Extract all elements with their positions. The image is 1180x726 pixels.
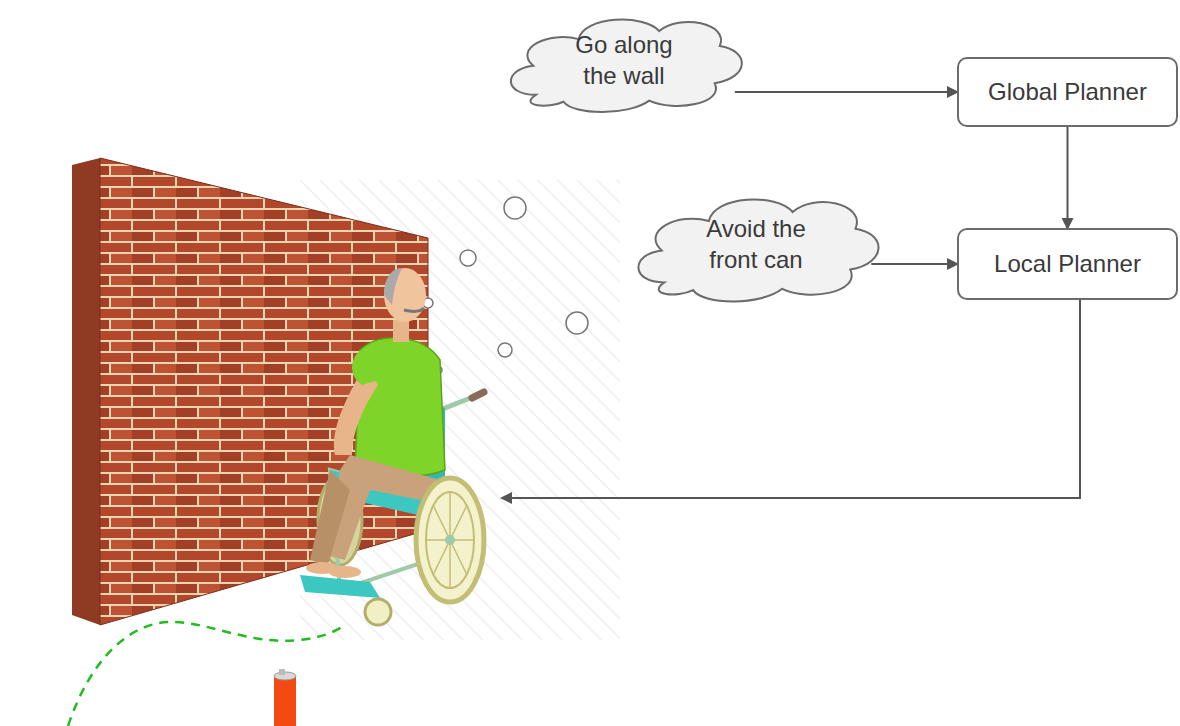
flow-arrow bbox=[735, 91, 957, 93]
thought-text: Avoid the front can bbox=[686, 213, 826, 275]
wall-side bbox=[72, 158, 100, 625]
box-label: Global Planner bbox=[988, 76, 1147, 107]
text-group: Avoid the front can bbox=[686, 213, 826, 275]
text-group: Local Planner bbox=[994, 248, 1141, 279]
thought-bubbles bbox=[423, 197, 588, 374]
thought-cloud: Go along the wall bbox=[498, 2, 750, 118]
wheelchair-user bbox=[300, 268, 484, 625]
cloud-outline bbox=[498, 2, 750, 118]
planned-path bbox=[68, 622, 345, 726]
process-box: Local Planner bbox=[957, 228, 1178, 300]
thought-cloud: Avoid the front can bbox=[625, 180, 887, 308]
flow-arrow bbox=[871, 263, 957, 265]
process-box: Global Planner bbox=[957, 57, 1178, 127]
thought-text: Go along the wall bbox=[564, 29, 684, 91]
control-arrow bbox=[502, 300, 1080, 498]
text-group: Go along the wall bbox=[564, 29, 684, 91]
soda-can bbox=[274, 669, 296, 726]
text-group: Global Planner bbox=[988, 76, 1147, 107]
flow-arrow bbox=[1067, 127, 1069, 228]
cloud-outline bbox=[625, 180, 887, 308]
box-label: Local Planner bbox=[994, 248, 1141, 279]
